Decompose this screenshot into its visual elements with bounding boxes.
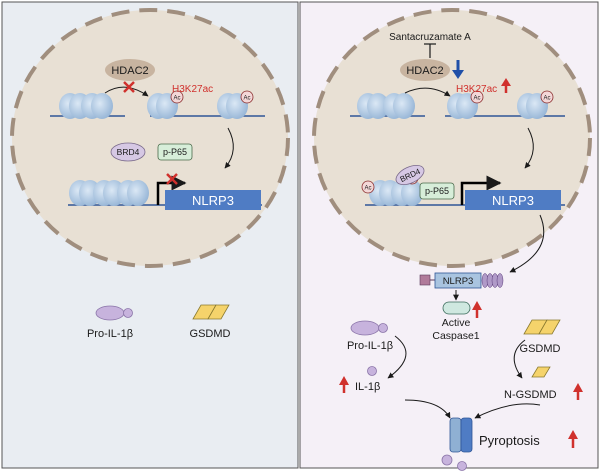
right-nlrp3-gene	[465, 190, 561, 210]
left-brd4-oval	[110, 142, 146, 162]
right-pore-arrow-right	[474, 403, 541, 419]
right-inhibition-bar	[424, 43, 436, 58]
right-ngsdmd-label: N-GSDMD	[504, 389, 557, 401]
left-ac-mark-1	[170, 90, 184, 104]
left-nucleus	[10, 8, 290, 268]
il1b-up-arrow-icon	[339, 376, 349, 393]
caspase-icon	[442, 301, 471, 315]
left-brd4-label: BRD4	[117, 147, 140, 157]
right-down-arrow	[524, 127, 534, 169]
right-nlrp3-label: NLRP3	[492, 193, 534, 208]
right-il1b-icon	[367, 366, 377, 376]
left-nucleosome-7	[117, 180, 149, 206]
right-ac-label-1: Ac	[473, 96, 480, 102]
left-nlrp3-label: NLRP3	[192, 193, 234, 208]
right-pp65-label: p-P65	[425, 186, 449, 196]
right-ac-mark-2	[540, 90, 554, 104]
left-ac-mark-2	[240, 90, 254, 104]
left-pp65-box	[157, 143, 193, 161]
left-ac-label-2: Ac	[243, 96, 250, 102]
left-legend-pro-il1b: Pro-IL-1β	[87, 328, 133, 340]
right-nucleus	[312, 8, 592, 268]
left-nlrp3-gene	[165, 190, 261, 210]
right-hdac2-label: HDAC2	[406, 65, 443, 77]
right-pp65-box	[419, 182, 455, 200]
caspase-up-arrow-icon	[472, 301, 482, 318]
right-ac-label-3: Ac	[364, 186, 371, 192]
right-hdac2-oval	[400, 59, 450, 81]
right-ac-mark-1	[470, 90, 484, 104]
left-hdac2-label: HDAC2	[111, 65, 148, 77]
right-inflammasome-arrow	[509, 214, 545, 273]
left-hdac2-oval	[105, 59, 155, 81]
right-pyroptosis-label: Pyroptosis	[479, 433, 540, 448]
right-gsdmd-label: GSDMD	[520, 343, 561, 355]
right-brd4-oval	[395, 164, 425, 186]
right-inflammasome-label: NLRP3	[443, 276, 474, 287]
pyroptosis-up-arrow-icon	[568, 430, 578, 448]
right-il1b-label: IL-1β	[355, 381, 380, 393]
right-il1b-arrow	[387, 335, 407, 379]
right-nucleosome-1	[357, 93, 389, 119]
up-arrow-icon	[501, 78, 511, 93]
right-pore-arrow-left	[404, 399, 451, 419]
right-drug-label: Santacruzamate A	[389, 32, 471, 43]
right-pro-il1b-icon	[350, 320, 388, 336]
right-h3k27ac-label: H3K27ac	[456, 84, 497, 95]
right-ac-label-2: Ac	[543, 96, 550, 102]
left-h3k27ac-label: H3K27ac	[172, 84, 213, 95]
released-particle-2	[457, 461, 467, 471]
left-gsdmd-icon	[192, 304, 230, 320]
pore-icon	[449, 417, 473, 453]
down-arrow-icon	[452, 60, 464, 79]
right-nucleosome-6	[391, 180, 423, 206]
inhibit-x-icon	[123, 81, 135, 93]
left-blocked-arrow	[104, 86, 149, 97]
right-ngsdmd-arrow	[513, 339, 526, 379]
nlrp3-inflammasome-icon	[419, 272, 504, 289]
left-pp65-label: p-P65	[163, 147, 187, 157]
ngsdmd-up-arrow-icon	[573, 383, 583, 400]
left-ac-label-1: Ac	[173, 96, 180, 102]
right-nucleosome-3	[447, 93, 478, 119]
right-gsdmd-icon	[523, 319, 561, 335]
right-pro-il1b-label: Pro-IL-1β	[347, 340, 393, 352]
right-transcription-arrow	[460, 175, 502, 205]
left-transcription-block-x	[166, 173, 178, 185]
right-caspase-line1: Active	[442, 317, 471, 329]
released-particle-1	[441, 454, 453, 466]
right-caspase-line2: Caspase1	[432, 330, 479, 342]
right-ac-mark-3	[361, 180, 375, 194]
left-legend-gsdmd: GSDMD	[190, 328, 231, 340]
right-nucleosome-2	[383, 93, 415, 119]
right-ngsdmd-icon	[531, 366, 551, 378]
left-pro-il1b-icon	[95, 305, 133, 321]
left-down-arrow	[224, 127, 234, 169]
left-nucleosome-2	[81, 93, 113, 119]
right-acetylation-arrow	[404, 87, 451, 97]
